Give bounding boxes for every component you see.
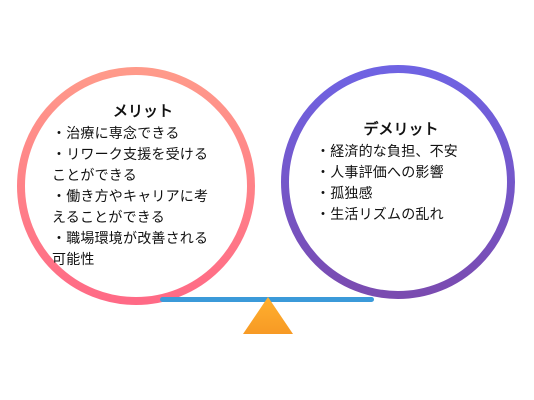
demerit-ring: [281, 65, 515, 299]
merit-panel: メリット ・治療に専念できる ・リワーク支援を受けることができる ・働き方やキャ…: [52, 100, 222, 280]
demerit-item: ・人事評価への影響: [316, 165, 444, 181]
merit-ring: [17, 67, 255, 305]
demerit-title: デメリット: [363, 120, 439, 138]
demerit-list: ・経済的な負担、不安 ・人事評価への影響 ・孤独感 ・生活リズムの乱れ: [316, 142, 486, 226]
demerit-panel: デメリット ・経済的な負担、不安 ・人事評価への影響 ・孤独感 ・生活リズムの乱…: [316, 118, 486, 238]
merit-item: ・職場環境が改善される可能性: [52, 231, 209, 268]
seesaw-fulcrum: [243, 297, 293, 334]
demerit-item: ・経済的な負担、不安: [316, 144, 458, 160]
merit-item: ・働き方やキャリアに考えることができる: [52, 189, 209, 226]
merit-item: ・リワーク支援を受けることができる: [52, 147, 209, 184]
merit-title: メリット: [112, 102, 173, 120]
merit-item: ・治療に専念できる: [52, 126, 180, 142]
merit-list: ・治療に専念できる ・リワーク支援を受けることができる ・働き方やキャリアに考え…: [52, 124, 222, 271]
demerit-item: ・生活リズムの乱れ: [316, 207, 444, 223]
demerit-item: ・孤独感: [316, 186, 373, 202]
